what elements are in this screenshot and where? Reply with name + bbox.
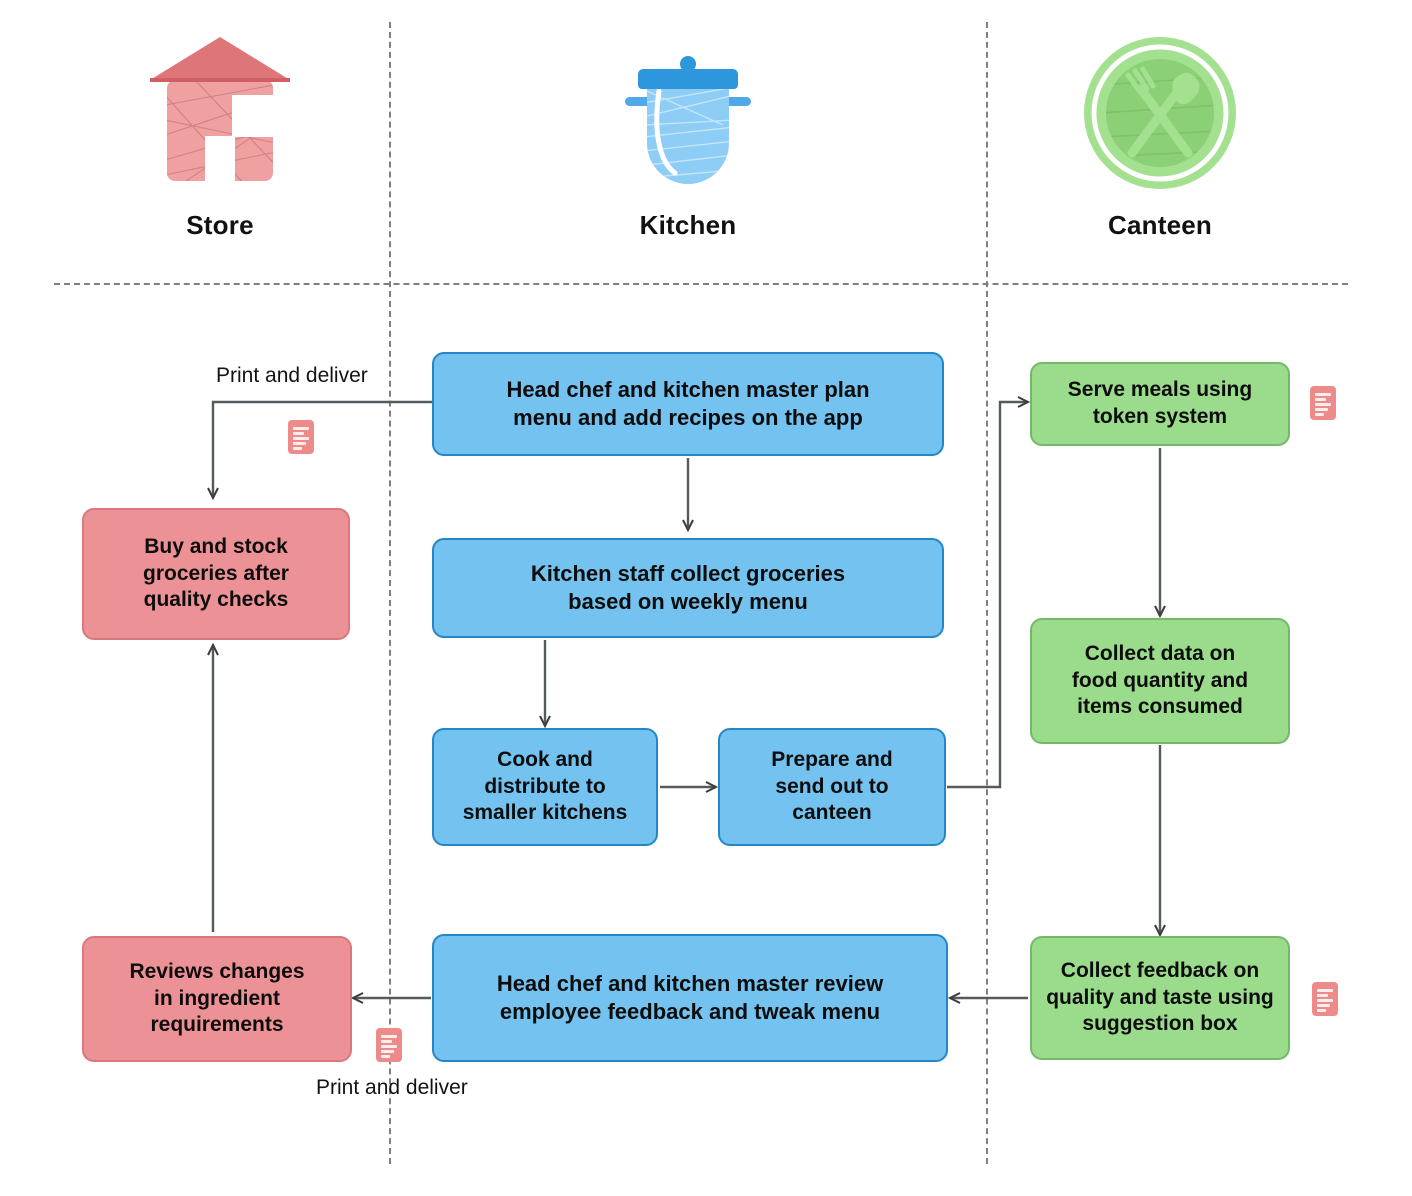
node-collect-data[interactable]: Collect data on food quantity and items … [1030, 618, 1290, 744]
node-buy-stock-label: Buy and stock groceries after quality ch… [143, 534, 289, 612]
edge-label-print-and-deliver-top: Print and deliver [216, 364, 368, 387]
node-plan-menu[interactable]: Head chef and kitchen master plan menu a… [432, 352, 944, 456]
node-collect-feedback[interactable]: Collect feedback on quality and taste us… [1030, 936, 1290, 1060]
document-icon-serve-meals [1310, 386, 1336, 420]
node-cook-distribute-label: Cook and distribute to smaller kitchens [462, 747, 628, 825]
node-reviews-changes-label: Reviews changes in ingredient requiremen… [129, 959, 305, 1037]
edge-plan-menu-to-buy-stock [207, 400, 432, 501]
node-serve-meals-label: Serve meals using token system [1067, 378, 1253, 428]
lane-title-store: Store [186, 210, 254, 240]
node-collect-groceries-label: Kitchen staff collect groceries based on… [530, 560, 846, 614]
node-reviews-changes[interactable]: Reviews changes in ingredient requiremen… [82, 936, 352, 1062]
lane-header-kitchen: Kitchen [518, 10, 858, 241]
node-review-feedback[interactable]: Head chef and kitchen master review empl… [432, 934, 948, 1062]
node-serve-meals[interactable]: Serve meals using token system [1030, 362, 1290, 446]
lane-title-kitchen: Kitchen [639, 210, 737, 240]
node-collect-feedback-label: Collect feedback on quality and taste us… [1046, 958, 1274, 1036]
node-review-feedback-label: Head chef and kitchen master review empl… [496, 970, 884, 1024]
node-prepare-send[interactable]: Prepare and send out to canteen [718, 728, 946, 846]
cooking-pot-icon [518, 10, 858, 210]
node-collect-data-label: Collect data on food quantity and items … [1071, 641, 1249, 719]
node-collect-groceries[interactable]: Kitchen staff collect groceries based on… [432, 538, 944, 638]
plate-fork-spoon-icon [990, 10, 1330, 210]
node-plan-menu-label: Head chef and kitchen master plan menu a… [506, 376, 870, 430]
store-house-icon [50, 10, 390, 210]
document-icon-plan-menu [288, 420, 314, 454]
node-cook-distribute[interactable]: Cook and distribute to smaller kitchens [432, 728, 658, 846]
lane-header-store: Store [50, 10, 390, 241]
node-buy-stock[interactable]: Buy and stock groceries after quality ch… [82, 508, 350, 640]
lane-header-divider [54, 283, 1348, 285]
lane-divider-store-kitchen [389, 22, 391, 1164]
document-icon-collect-feedback [1312, 982, 1338, 1016]
node-prepare-send-label: Prepare and send out to canteen [771, 747, 893, 825]
edge-label-print-and-deliver-bottom: Print and deliver [316, 1076, 468, 1099]
lane-title-canteen: Canteen [1108, 210, 1212, 240]
document-icon-reviews-changes [376, 1028, 402, 1062]
lane-header-canteen: Canteen [990, 10, 1330, 241]
lane-divider-kitchen-canteen [986, 22, 988, 1164]
